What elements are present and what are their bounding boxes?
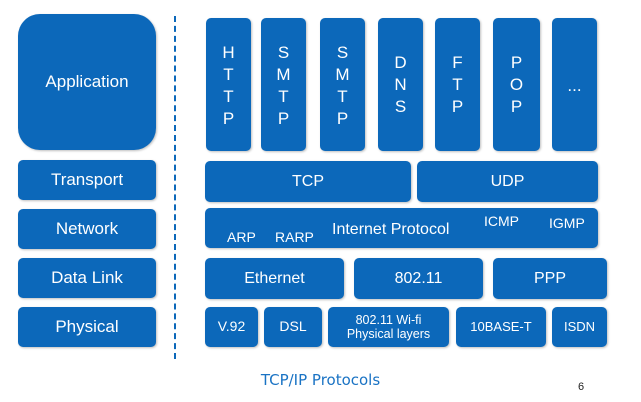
protocol-ethernet: Ethernet (205, 258, 344, 299)
protocol-tcp: TCP (205, 161, 411, 202)
protocol-more-ellipsis: ... (567, 75, 582, 95)
protocol-smtp: S M T P (261, 18, 306, 151)
protocol-ethernet-label: Ethernet (244, 269, 305, 287)
layer-physical: Physical (18, 307, 156, 347)
protocol-ftp-letter: F (452, 53, 463, 72)
protocol-smtp-2-letter: M (335, 64, 350, 84)
layer-network: Network (18, 209, 156, 249)
protocol-ftp-letter: T (452, 75, 463, 94)
protocol-pop-letter: O (509, 75, 524, 94)
protocol-dns-letter: N (394, 75, 407, 94)
protocol-v92-label: V.92 (217, 318, 246, 335)
protocol-pop: P O P (493, 18, 540, 151)
protocol-smtp-2: S M T P (320, 18, 365, 151)
protocol-dsl-label: DSL (279, 318, 307, 335)
protocol-10base-t: 10BASE-T (456, 307, 546, 347)
layer-network-label: Network (55, 218, 119, 238)
protocol-http-letter: P (222, 108, 235, 128)
diagram-caption: TCP/IP Protocols (260, 371, 381, 389)
layer-application-label: Application (45, 71, 129, 91)
protocol-smtp-2-letter: T (337, 86, 348, 106)
protocol-smtp-letter: S (277, 42, 290, 62)
network-layer-block: ARP RARP Internet Protocol ICMP IGMP (205, 208, 598, 248)
protocol-rarp: RARP (275, 229, 314, 245)
protocol-pop-letter: P (510, 97, 523, 116)
layer-physical-label: Physical (55, 316, 119, 336)
protocol-802-11: 802.11 (354, 258, 483, 299)
protocol-smtp-2-letter: P (336, 108, 349, 128)
layer-data-link-label: Data Link (51, 267, 123, 287)
protocol-more: ... (552, 18, 597, 151)
layer-divider (174, 16, 176, 359)
protocol-icmp: ICMP (484, 213, 519, 229)
protocol-ppp: PPP (493, 258, 607, 299)
layer-data-link: Data Link (18, 258, 156, 298)
protocol-802-11-physical-line2: Physical layers (346, 327, 431, 341)
protocol-http-letter: T (223, 86, 234, 106)
protocol-ppp-label: PPP (533, 269, 566, 287)
protocol-v92: V.92 (205, 307, 258, 347)
protocol-http: H T T P (206, 18, 251, 151)
protocol-802-11-physical: 802.11 Wi-fi Physical layers (328, 307, 449, 347)
protocol-802-11-label: 802.11 (394, 269, 443, 287)
protocol-udp-label: UDP (490, 172, 525, 190)
layer-application: Application (18, 14, 156, 150)
protocol-dns-letter: D (394, 53, 407, 72)
protocol-isdn: ISDN (552, 307, 607, 347)
protocol-dns: D N S (378, 18, 423, 151)
protocol-smtp-letter: T (278, 86, 289, 106)
protocol-pop-letter: P (510, 53, 523, 72)
protocol-ftp: F T P (435, 18, 480, 151)
protocol-dsl: DSL (264, 307, 322, 347)
protocol-igmp: IGMP (549, 215, 585, 231)
protocol-ftp-letter: P (451, 97, 464, 116)
protocol-http-letter: H (222, 42, 235, 62)
page-number: 6 (578, 381, 585, 393)
protocol-smtp-letter: P (277, 108, 290, 128)
protocol-http-letter: T (223, 64, 234, 84)
protocol-smtp-2-letter: S (336, 42, 349, 62)
protocol-internet-protocol: Internet Protocol (332, 221, 450, 238)
protocol-802-11-physical-line1: 802.11 Wi-fi (355, 313, 422, 327)
protocol-dns-letter: S (394, 97, 407, 116)
protocol-smtp-letter: M (276, 64, 291, 84)
layer-transport: Transport (18, 160, 156, 200)
protocol-10base-t-label: 10BASE-T (470, 319, 532, 334)
protocol-tcp-label: TCP (292, 172, 324, 190)
protocol-arp: ARP (227, 229, 256, 245)
protocol-udp: UDP (417, 161, 598, 202)
layer-transport-label: Transport (50, 169, 124, 189)
protocol-isdn-label: ISDN (563, 319, 596, 334)
